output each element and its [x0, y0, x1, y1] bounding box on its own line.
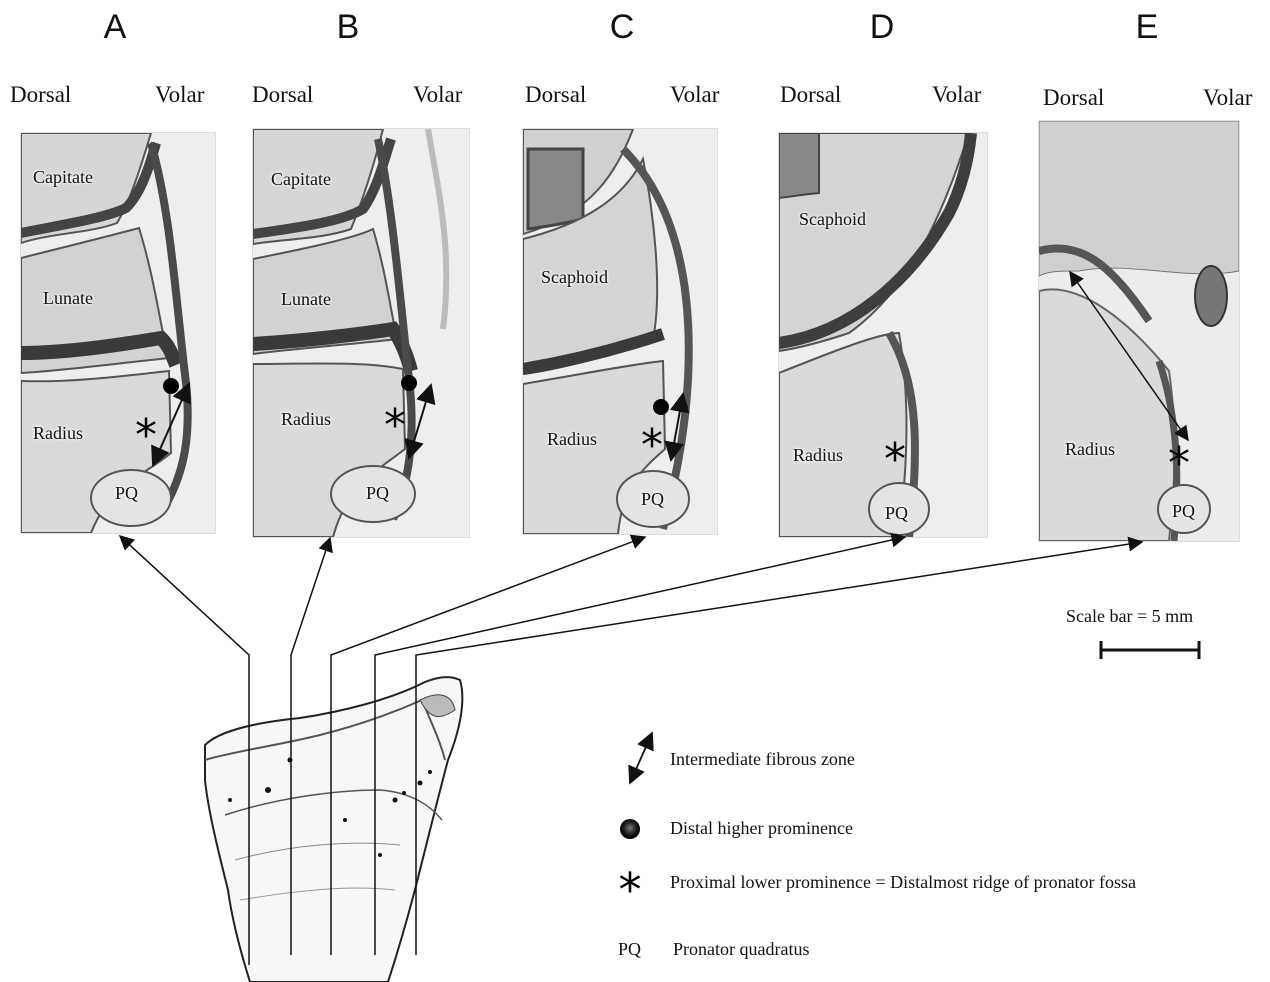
legend-asterisk-icon: *: [619, 863, 642, 917]
label-lunate-b: Lunate: [281, 289, 331, 310]
histology-panel-e: Radius PQ: [1038, 120, 1240, 542]
histology-panel-d: Scaphoid Radius PQ: [778, 132, 988, 538]
panel-letter-a: A: [85, 8, 145, 47]
label-lunate-a: Lunate: [43, 288, 93, 309]
scale-bar: [1101, 641, 1199, 659]
distal-radius-sketch: [205, 677, 462, 982]
label-pq-e: PQ: [1172, 501, 1195, 522]
legend-pq-text: Pronator quadratus: [673, 939, 809, 960]
legend-intermediate-text: Intermediate fibrous zone: [670, 749, 855, 770]
label-pq-d: PQ: [885, 503, 908, 524]
histology-image-b: [253, 129, 469, 537]
legend-proximal-text: Proximal lower prominence = Distalmost r…: [670, 872, 1136, 893]
dorsal-label-e: Dorsal: [1043, 85, 1104, 111]
label-scaphoid-d: Scaphoid: [799, 209, 866, 230]
label-radius-b: Radius: [281, 409, 331, 430]
label-radius-d: Radius: [793, 445, 843, 466]
dorsal-label-d: Dorsal: [780, 82, 841, 108]
label-scaphoid-c: Scaphoid: [541, 267, 608, 288]
histology-image-d: [779, 133, 987, 537]
pointer-line-a: [120, 536, 249, 965]
label-pq-c: PQ: [641, 489, 664, 510]
label-capitate-b: Capitate: [271, 169, 331, 190]
legend-pq-abbrev: PQ: [618, 939, 641, 960]
histology-image-e: [1039, 121, 1239, 541]
label-radius-a: Radius: [33, 423, 83, 444]
volar-label-b: Volar: [413, 82, 462, 108]
label-capitate-a: Capitate: [33, 167, 93, 188]
section-pointer-lines: [120, 536, 1142, 965]
histology-image-c: [523, 129, 717, 534]
label-pq-a: PQ: [115, 483, 138, 504]
volar-label-d: Volar: [932, 82, 981, 108]
histology-panel-b: Capitate Lunate Radius PQ: [252, 128, 470, 538]
volar-label-c: Volar: [670, 82, 719, 108]
volar-label-a: Volar: [155, 82, 204, 108]
dorsal-label-b: Dorsal: [252, 82, 313, 108]
legend-double-arrow-icon: [630, 733, 652, 783]
pointer-line-c: [331, 537, 645, 955]
pointer-line-b: [291, 538, 330, 955]
scale-bar-label: Scale bar = 5 mm: [1066, 606, 1193, 627]
histology-panel-a: Capitate Lunate Radius PQ: [20, 132, 216, 534]
legend-distal-text: Distal higher prominence: [670, 818, 853, 839]
histology-image-a: [21, 133, 215, 533]
histology-panel-c: Scaphoid Radius PQ: [522, 128, 718, 535]
label-pq-b: PQ: [366, 483, 389, 504]
label-radius-e: Radius: [1065, 439, 1115, 460]
panel-letter-b: B: [318, 8, 378, 47]
legend-dot-icon: [620, 819, 640, 839]
panel-letter-d: D: [852, 8, 912, 47]
panel-letter-e: E: [1117, 8, 1177, 47]
dorsal-label-c: Dorsal: [525, 82, 586, 108]
volar-label-e: Volar: [1203, 85, 1252, 111]
label-radius-c: Radius: [547, 429, 597, 450]
panel-letter-c: C: [592, 8, 652, 47]
dorsal-label-a: Dorsal: [10, 82, 71, 108]
